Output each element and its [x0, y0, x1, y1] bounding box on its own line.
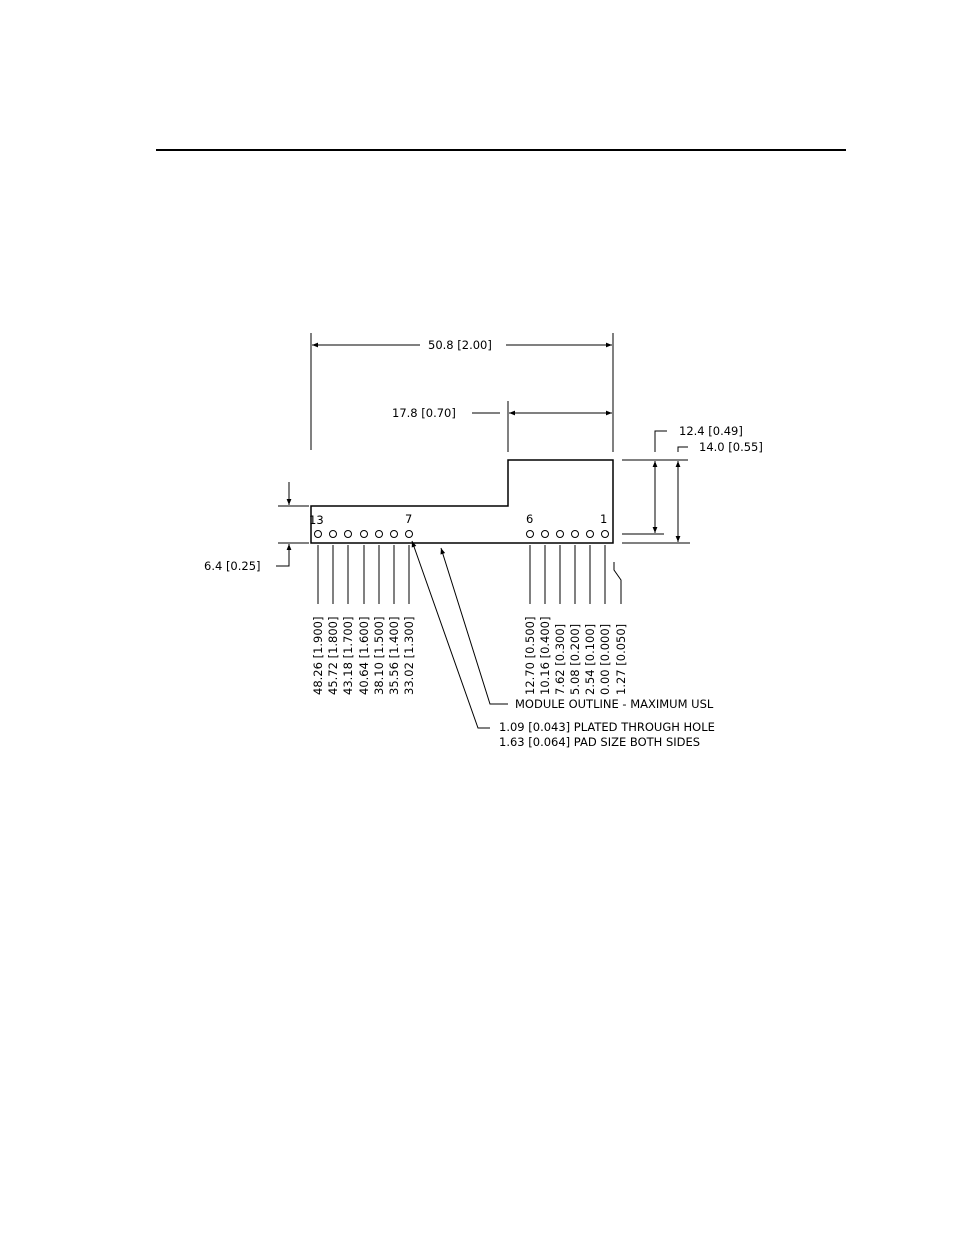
pin-label-1: 1	[600, 512, 607, 526]
outline-callout-leader	[440, 547, 508, 705]
dim-left-height: 6.4 [0.25]	[204, 559, 261, 573]
header-rule	[156, 149, 846, 151]
dim-height-a: 12.4 [0.49]	[679, 424, 743, 438]
pin-hole	[344, 530, 352, 538]
pin-hole	[586, 530, 594, 538]
pin-hole	[405, 530, 413, 538]
pin-label-13: 13	[309, 513, 324, 527]
pin-hole	[571, 530, 579, 538]
pad-size-note: 1.63 [0.064] PAD SIZE BOTH SIDES	[499, 735, 700, 749]
pin-position-label: 10.16 [0.400]	[538, 617, 552, 695]
dim-height-a-leader	[654, 430, 667, 452]
pin-hole	[601, 530, 609, 538]
pin-leaders-right	[529, 545, 622, 604]
pin-group-right	[526, 530, 609, 538]
dim-height-b-leader	[677, 446, 688, 452]
pin-position-label: 0.00 [0.000]	[598, 624, 612, 695]
pin-hole	[541, 530, 549, 538]
module-outline-note: MODULE OUTLINE - MAXIMUM USL	[515, 697, 714, 711]
pin-position-label: 2.54 [0.100]	[583, 624, 597, 695]
pin-label-7: 7	[405, 512, 412, 526]
pin-hole	[314, 530, 322, 538]
pin-hole	[556, 530, 564, 538]
pin-hole	[375, 530, 383, 538]
pin-hole	[329, 530, 337, 538]
pin-position-label: 7.62 [0.300]	[553, 624, 567, 695]
pin-hole	[526, 530, 534, 538]
pin-hole	[360, 530, 368, 538]
pin-position-label: 5.08 [0.200]	[568, 624, 582, 695]
hole-callout-leader	[411, 540, 490, 729]
pin-hole	[390, 530, 398, 538]
plated-hole-note: 1.09 [0.043] PLATED THROUGH HOLE	[499, 720, 715, 734]
module-outline	[310, 459, 614, 544]
pin-position-label: 12.70 [0.500]	[523, 617, 537, 695]
pin-leaders-left	[317, 545, 410, 604]
dim-left-arrow-bottom	[276, 544, 292, 567]
dim-overall-width: 50.8 [2.00]	[428, 338, 492, 352]
pin-positions-right: 12.70 [0.500] 10.16 [0.400] 7.62 [0.300]…	[523, 617, 628, 695]
pin-position-label: 38.10 [1.500]	[372, 617, 386, 695]
pin-leader-offset	[613, 562, 622, 604]
dim-step-width: 17.8 [0.70]	[392, 406, 456, 420]
pin-positions-left: 48.26 [1.900] 45.72 [1.800] 43.18 [1.700…	[311, 617, 416, 695]
pin-position-label: 35.56 [1.400]	[387, 617, 401, 695]
pin-position-label: 43.18 [1.700]	[341, 617, 355, 695]
pin-position-label: 33.02 [1.300]	[402, 617, 416, 695]
pin-position-label: 40.64 [1.600]	[357, 617, 371, 695]
pin-position-label: 48.26 [1.900]	[311, 617, 325, 695]
pin-group-left	[314, 530, 413, 538]
pin-position-label: 1.27 [0.050]	[614, 624, 628, 695]
dim-height-b: 14.0 [0.55]	[699, 440, 763, 454]
pin-label-6: 6	[526, 512, 533, 526]
pin-position-label: 45.72 [1.800]	[326, 617, 340, 695]
